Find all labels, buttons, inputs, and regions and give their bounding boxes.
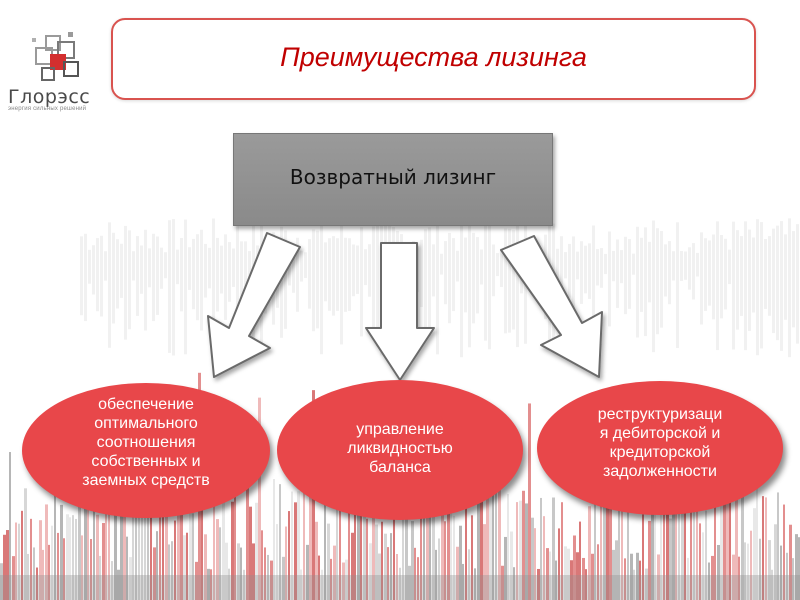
root-node-label: Возвратный лизинг (289, 164, 497, 189)
benefit-ellipse-2: управление ликвидностью баланса (277, 380, 523, 520)
arrow-right (500, 235, 603, 378)
logo-name: Глорэсс (8, 86, 91, 108)
title-box: Преимущества лизинга (111, 18, 756, 100)
benefit-label-1: обеспечение оптимального соотношения соб… (82, 396, 210, 489)
benefit-label-3: реструктуризаци я дебиторской и кредитор… (597, 406, 723, 480)
benefit-ellipse-3: реструктуризаци я дебиторской и кредитор… (537, 381, 783, 515)
benefit-label-2: управление ликвидностью баланса (347, 421, 453, 476)
slide-title: Преимущества лизинга (280, 41, 587, 72)
logo-tagline: энергия сильных решений (8, 106, 87, 112)
arrow-left (207, 232, 301, 378)
arrow-center (365, 242, 435, 381)
benefit-ellipse-1: обеспечение оптимального соотношения соб… (22, 383, 270, 518)
gloress-logo-icon (32, 32, 79, 81)
root-node: Возвратный лизинг (233, 133, 553, 226)
